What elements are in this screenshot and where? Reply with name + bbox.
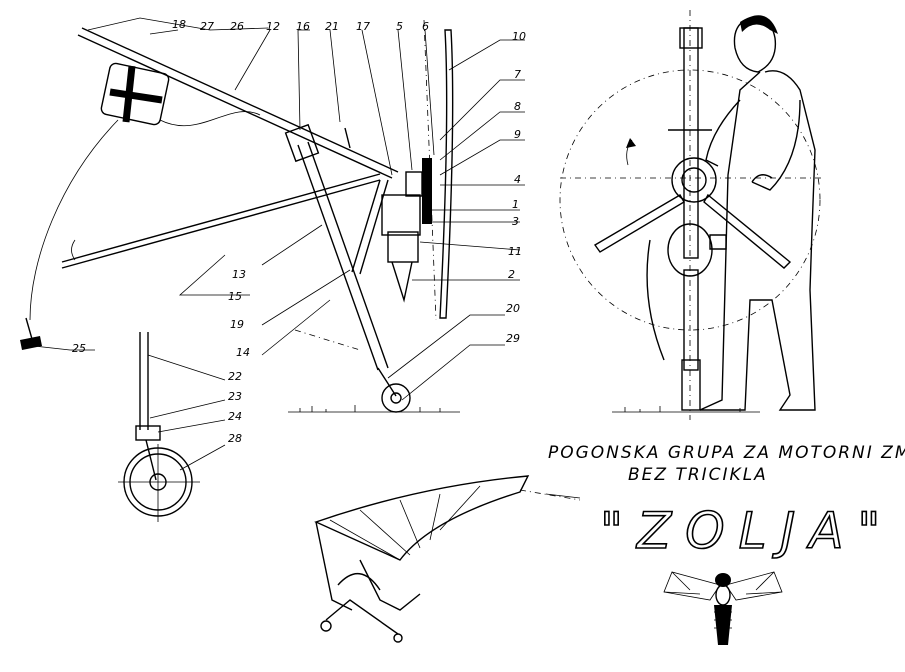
front-view-assembly: [559, 10, 825, 420]
label-29: 29: [506, 332, 520, 345]
label-17: 17: [356, 20, 370, 33]
label-10: 10: [512, 30, 526, 43]
wasp-emblem: [663, 571, 783, 645]
label-9: 9: [514, 128, 521, 141]
label-3: 3: [512, 215, 519, 228]
label-28: 28: [228, 432, 242, 445]
label-25: 25: [72, 342, 86, 355]
label-26: 26: [230, 20, 244, 33]
label-21: 21: [325, 20, 339, 33]
label-6: 6: [422, 20, 429, 33]
part-labels: 18 27 26 12 16 21 17 5 6 10 7 8 9 4 1 3 …: [72, 18, 526, 445]
label-20: 20: [506, 302, 520, 315]
side-view-assembly: [20, 17, 525, 413]
label-15: 15: [228, 290, 242, 303]
label-5: 5: [396, 20, 403, 33]
label-13: 13: [232, 268, 246, 281]
label-1: 1: [512, 198, 519, 211]
engine: [381, 171, 423, 303]
label-22: 22: [228, 370, 242, 383]
label-16: 16: [296, 20, 310, 33]
hang-glider-sketch: [314, 475, 581, 643]
label-14: 14: [236, 346, 250, 359]
label-19: 19: [230, 318, 244, 331]
title-block: POGONSKA GRUPA ZA MOTORNI ZMAJ BEZ TRICI…: [548, 443, 905, 561]
throttle-grip: [20, 317, 42, 350]
label-12: 12: [266, 20, 280, 33]
label-18: 18: [172, 18, 186, 31]
label-11: 11: [508, 245, 522, 258]
label-7: 7: [514, 68, 521, 81]
title-name: "ZOLJA": [600, 502, 894, 560]
label-23: 23: [228, 390, 242, 403]
label-24: 24: [228, 410, 242, 423]
title-line-1: POGONSKA GRUPA ZA MOTORNI ZMAJ: [548, 443, 905, 463]
label-8: 8: [514, 100, 521, 113]
propeller: [439, 29, 454, 319]
pilot-figure: [699, 15, 816, 411]
fuel-tank: [100, 62, 170, 126]
title-line-2: BEZ TRICIKLA: [628, 465, 768, 485]
label-27: 27: [200, 20, 214, 33]
front-wheel: [381, 383, 411, 413]
label-2: 2: [508, 268, 515, 281]
label-4: 4: [514, 173, 521, 186]
rear-wheel-detail: [118, 332, 226, 522]
